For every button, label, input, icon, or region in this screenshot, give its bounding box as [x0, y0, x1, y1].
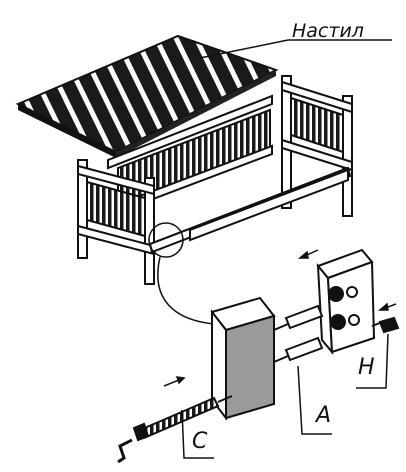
nut: [371, 316, 400, 334]
leg-block: [210, 296, 276, 421]
assembly-arrow: [297, 249, 319, 259]
nut-label: H: [358, 355, 375, 380]
bolt: [132, 395, 233, 442]
dowels: [273, 304, 324, 363]
label-leaders: [181, 333, 389, 459]
assembly-arrow: [163, 376, 186, 387]
slats-label: Настил: [292, 20, 364, 42]
detail-callout: [148, 222, 215, 325]
end-cap-block: [316, 248, 376, 355]
dowel-label: A: [316, 403, 332, 428]
bed-frame: [77, 75, 353, 285]
assembly-arrow: [377, 302, 397, 311]
bolt-label: C: [192, 429, 208, 454]
slat-deck: [15, 34, 279, 158]
slats-leader: [199, 39, 392, 59]
hex-key-icon: [117, 438, 133, 464]
